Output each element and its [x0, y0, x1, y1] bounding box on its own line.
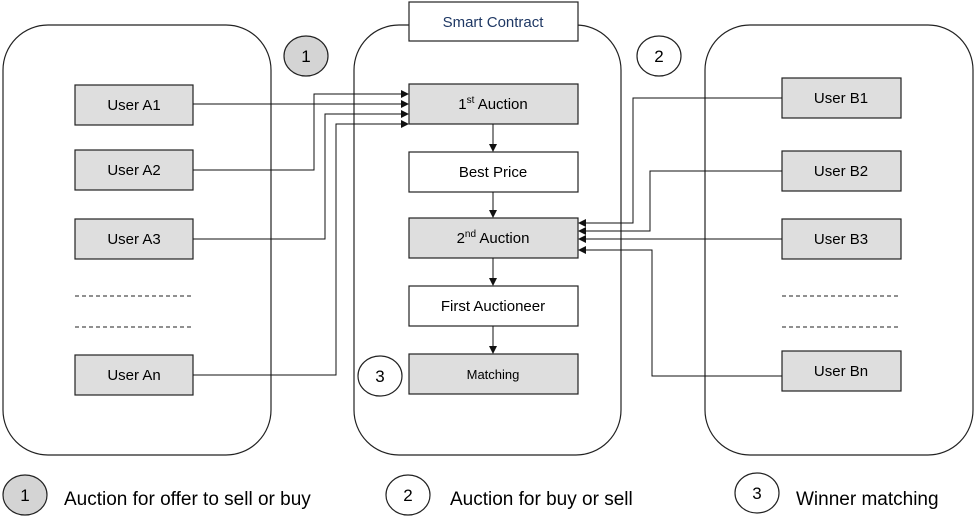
connector-a3 — [193, 110, 409, 240]
buyer-label: User B1 — [814, 90, 868, 107]
smart-contract-label: Smart Contract — [443, 14, 545, 31]
buyer-box-b1: User B1 — [781, 77, 902, 119]
legend-text: Auction for buy or sell — [450, 489, 633, 510]
buyer-label: User Bn — [814, 363, 868, 380]
badge-2: 2 — [636, 35, 682, 77]
matching-box: Matching — [408, 353, 579, 395]
svg-text:2nd Auction: 2nd Auction — [457, 229, 530, 247]
seller-label: User An — [107, 367, 160, 384]
seller-box-a3: User A3 — [74, 218, 194, 260]
connector-b1 — [578, 97, 782, 227]
svg-text:First Auctioneer: First Auctioneer — [441, 298, 545, 315]
seller-label: User A1 — [107, 97, 160, 114]
buyer-label: User B3 — [814, 231, 868, 248]
svg-text:3: 3 — [752, 484, 761, 503]
first-auction-box: 1st Auction — [408, 83, 579, 125]
smart-contract-label-box — [408, 1, 579, 42]
svg-text:Best Price: Best Price — [459, 164, 527, 181]
svg-text:3: 3 — [375, 367, 384, 386]
first-auctioneer-box: First Auctioneer — [408, 285, 579, 327]
connector-b2 — [578, 170, 782, 235]
buyer-label: User B2 — [814, 163, 868, 180]
svg-text:1: 1 — [20, 486, 29, 505]
svg-text:Matching: Matching — [467, 367, 520, 382]
legend-item-3: 3 Winner matching — [734, 472, 939, 514]
svg-text:1st Auction: 1st Auction — [458, 95, 528, 113]
legend-item-2: 2 Auction for buy or sell — [385, 474, 633, 516]
seller-label: User A2 — [107, 162, 160, 179]
best-price-box: Best Price — [408, 151, 579, 193]
seller-label: User A3 — [107, 231, 160, 248]
seller-box-an: User An — [74, 354, 194, 396]
badge-3: 3 — [357, 355, 403, 397]
buyer-box-b2: User B2 — [781, 150, 902, 192]
connector-bn — [578, 246, 782, 377]
seller-box-a1: User A1 — [74, 84, 194, 126]
legend-text: Auction for offer to sell or buy — [64, 489, 311, 510]
legend-item-1: 1 Auction for offer to sell or buy — [2, 474, 311, 516]
svg-text:2: 2 — [403, 486, 412, 505]
buyer-box-b3: User B3 — [781, 218, 902, 260]
badge-1: 1 — [283, 35, 329, 77]
legend-text: Winner matching — [796, 489, 939, 510]
seller-box-a2: User A2 — [74, 149, 194, 191]
buyer-box-bn: User Bn — [781, 350, 902, 392]
second-auction-box: 2nd Auction — [408, 217, 579, 259]
svg-text:2: 2 — [654, 47, 663, 66]
connector-an — [193, 120, 409, 376]
connector-a2 — [193, 90, 409, 171]
svg-text:1: 1 — [301, 47, 310, 66]
